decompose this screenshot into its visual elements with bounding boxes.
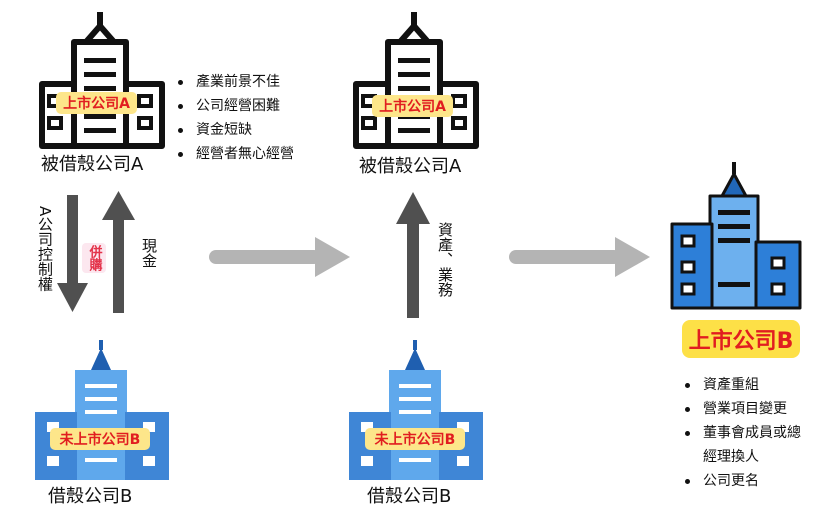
list-item: 經理換人	[703, 449, 759, 465]
arrow-up-cash	[102, 191, 135, 313]
list-item: 資產重組	[681, 373, 801, 397]
building-outline-icon	[39, 12, 165, 149]
arrow-right-2	[509, 237, 650, 277]
cash-label: 現金	[140, 238, 158, 268]
list-item: 營業項目變更	[681, 397, 801, 421]
building-blue-icon	[349, 340, 483, 480]
list-item: 董事會成員或總	[681, 421, 801, 445]
result-changes-list: 資產重組 營業項目變更 董事會成員或總 經理換人 公司更名	[681, 373, 801, 493]
merger-tag: 併購	[82, 243, 106, 273]
list-item: 經營者無心經營	[174, 142, 294, 166]
control-rights-label: A公司控制權	[36, 206, 54, 292]
list-item: 資金短缺	[174, 118, 294, 142]
list-item: 產業前景不佳	[174, 70, 294, 94]
list-item: 公司更名	[681, 469, 801, 493]
assets-business-label: 資產、業務	[436, 222, 454, 297]
arrow-right-1	[209, 237, 350, 277]
unlisted-company-b-badge: 未上市公司B	[50, 428, 150, 450]
unlisted-company-b-badge: 未上市公司B	[365, 428, 465, 450]
list-item: 公司經營困難	[174, 94, 294, 118]
shell-company-a-caption: 被借殼公司A	[41, 154, 144, 175]
building-outline-icon	[353, 12, 479, 149]
listed-company-a-badge: 上市公司A	[372, 95, 453, 117]
shell-company-a-caption: 被借殼公司A	[359, 156, 462, 177]
building-blue-icon	[35, 340, 169, 480]
shell-a-conditions-list: 產業前景不佳 公司經營困難 資金短缺 經營者無心經營	[174, 70, 294, 166]
arrow-down-control	[57, 195, 88, 312]
listed-company-b-badge: 上市公司B	[682, 320, 800, 358]
building-listed-b-icon	[670, 162, 802, 310]
backdoor-company-b-caption: 借殼公司B	[367, 486, 452, 507]
backdoor-company-b-caption: 借殼公司B	[48, 486, 133, 507]
listed-company-a-badge: 上市公司A	[56, 92, 137, 114]
arrow-up-assets	[396, 192, 430, 318]
